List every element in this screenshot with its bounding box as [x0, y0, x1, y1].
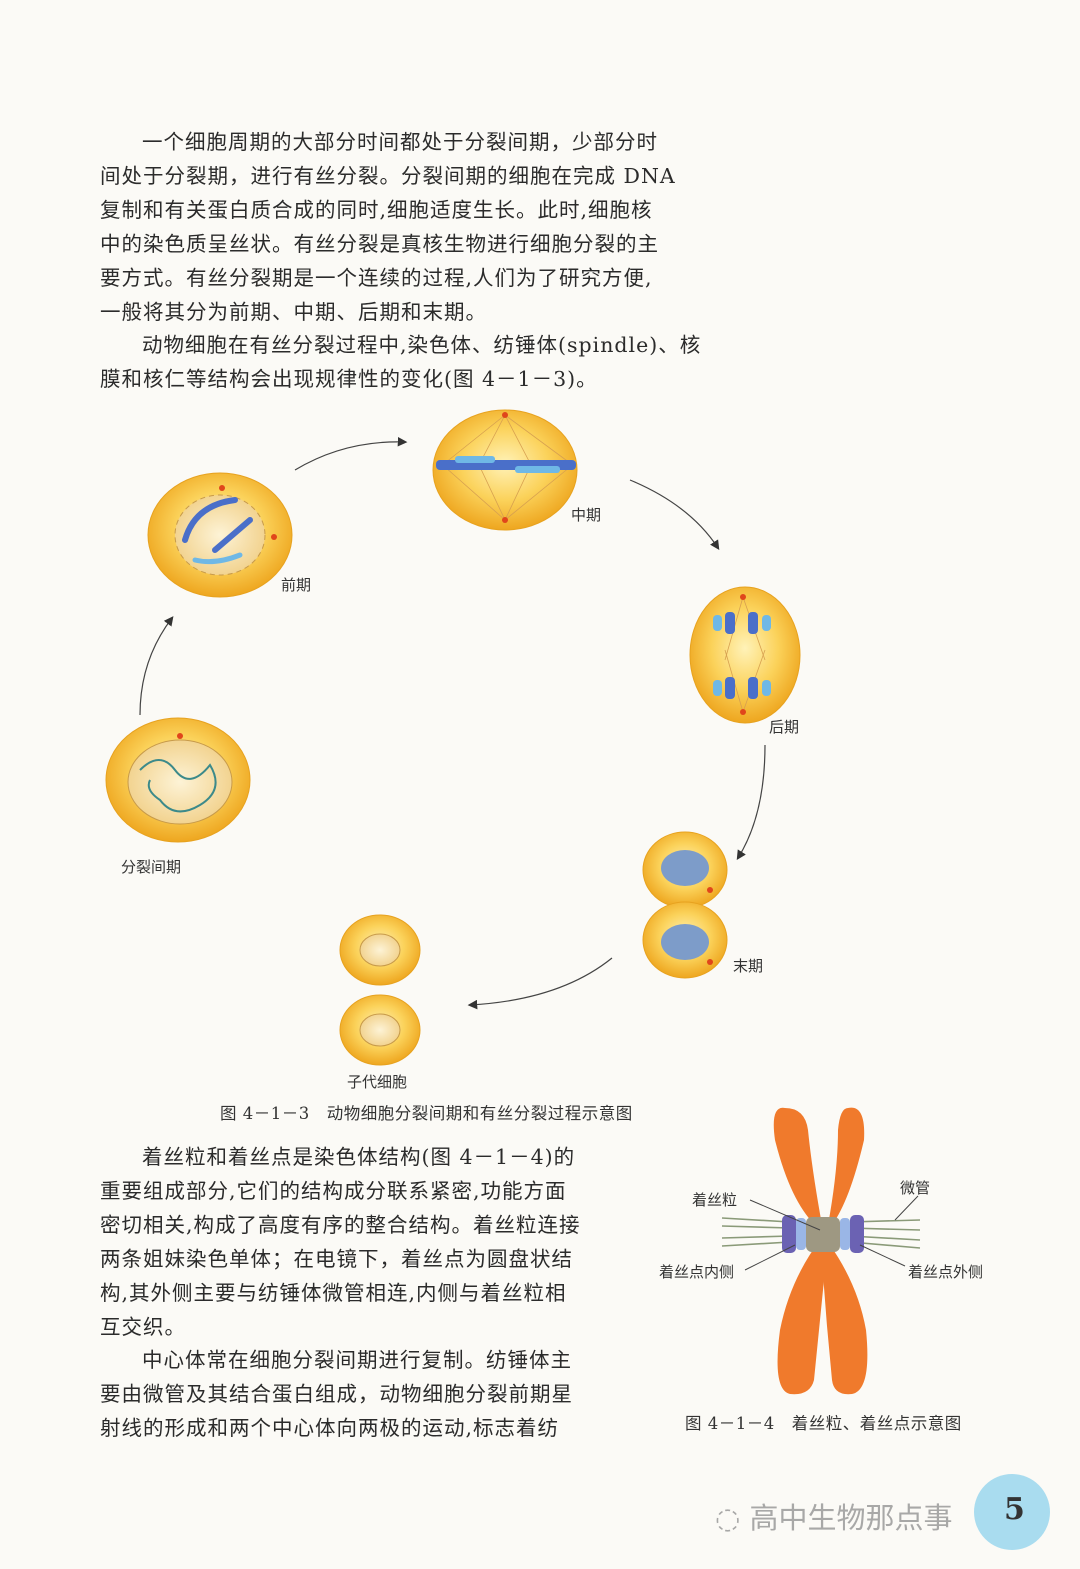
paragraph-centromere: 着丝粒和着丝点是染色体结构(图 4－1－4)的 重要组成部分,它们的结构成分联系… [100, 1140, 581, 1344]
label-metaphase: 中期 [571, 506, 602, 524]
label-prophase: 前期 [281, 576, 312, 594]
watermark-text: 高中生物那点事 [749, 1501, 953, 1535]
label-telophase: 末期 [733, 957, 764, 975]
figure2-caption: 图 4－1－4 着丝粒、着丝点示意图 [685, 1414, 962, 1433]
label-kinetochore-inner: 着丝点内侧 [659, 1263, 735, 1281]
paragraph-cell-cycle: 一个细胞周期的大部分时间都处于分裂间期，少部分时 间处于分裂期，进行有丝分裂。分… [100, 125, 676, 329]
text-line: 要方式。有丝分裂期是一个连续的过程,人们为了研究方便, [100, 266, 653, 290]
figure1-caption: 图 4－1－3 动物细胞分裂间期和有丝分裂过程示意图 [220, 1104, 633, 1123]
label-anaphase: 后期 [769, 718, 800, 736]
anaphase-cell [689, 586, 801, 724]
paragraph-mitosis-changes: 动物细胞在有丝分裂过程中,染色体、纺锤体(spindle)、核 膜和核仁等结构会… [100, 328, 701, 396]
page-number: 5 [1004, 1492, 1025, 1527]
text-line: 重要组成部分,它们的结构成分联系紧密,功能方面 [100, 1179, 567, 1203]
wechat-icon: ◌ [715, 1501, 741, 1535]
cycle-arrows [139, 436, 766, 1010]
text-line: 一个细胞周期的大部分时间都处于分裂间期，少部分时 [142, 130, 658, 154]
label-interphase: 分裂间期 [121, 858, 182, 876]
paragraph-centrosome: 中心体常在细胞分裂间期进行复制。纺锤体主 要由微管及其结合蛋白组成，动物细胞分裂… [100, 1343, 573, 1445]
label-microtubule: 微管 [900, 1179, 931, 1197]
text-line: 间处于分裂期，进行有丝分裂。分裂间期的细胞在完成 DNA [100, 164, 676, 188]
label-leaders [744, 1195, 919, 1271]
text-line: 着丝粒和着丝点是染色体结构(图 4－1－4)的 [142, 1145, 576, 1169]
watermark: ◌ 高中生物那点事 [715, 1495, 953, 1537]
text-line: 膜和核仁等结构会出现规律性的变化(图 4－1－3)。 [100, 367, 598, 391]
metaphase-cell [432, 409, 578, 531]
text-line: 要由微管及其结合蛋白组成，动物细胞分裂前期星 [100, 1382, 573, 1406]
daughter-cells [339, 914, 421, 1066]
text-line: 一般将其分为前期、中期、后期和末期。 [100, 300, 487, 324]
kinetochore [782, 1215, 864, 1253]
label-centromere: 着丝粒 [692, 1191, 738, 1209]
text-line: 动物细胞在有丝分裂过程中,染色体、纺锤体(spindle)、核 [142, 333, 702, 357]
page-number-badge: 5 [974, 1474, 1050, 1550]
interphase-cell [105, 717, 251, 843]
text-line: 中心体常在细胞分裂间期进行复制。纺锤体主 [142, 1348, 572, 1372]
text-line: 中的染色质呈丝状。有丝分裂是真核生物进行细胞分裂的主 [100, 232, 659, 256]
text-line: 射线的形成和两个中心体向两极的运动,标志着纺 [100, 1416, 560, 1440]
text-line: 两条姐妹染色单体；在电镜下，着丝点为圆盘状结 [100, 1247, 573, 1271]
text-line: 构,其外侧主要与纺锤体微管相连,内侧与着丝粒相 [100, 1281, 567, 1305]
figure-chromosome [773, 1107, 868, 1395]
prophase-cell [147, 472, 293, 598]
label-kinetochore-outer: 着丝点外侧 [908, 1263, 984, 1281]
label-daughter-cells: 子代细胞 [347, 1073, 408, 1091]
text-line: 复制和有关蛋白质合成的同时,细胞适度生长。此时,细胞核 [100, 198, 653, 222]
text-line: 互交织。 [100, 1315, 186, 1339]
text-line: 密切相关,构成了高度有序的整合结构。着丝粒连接 [100, 1213, 581, 1237]
telophase-cell [642, 831, 728, 979]
